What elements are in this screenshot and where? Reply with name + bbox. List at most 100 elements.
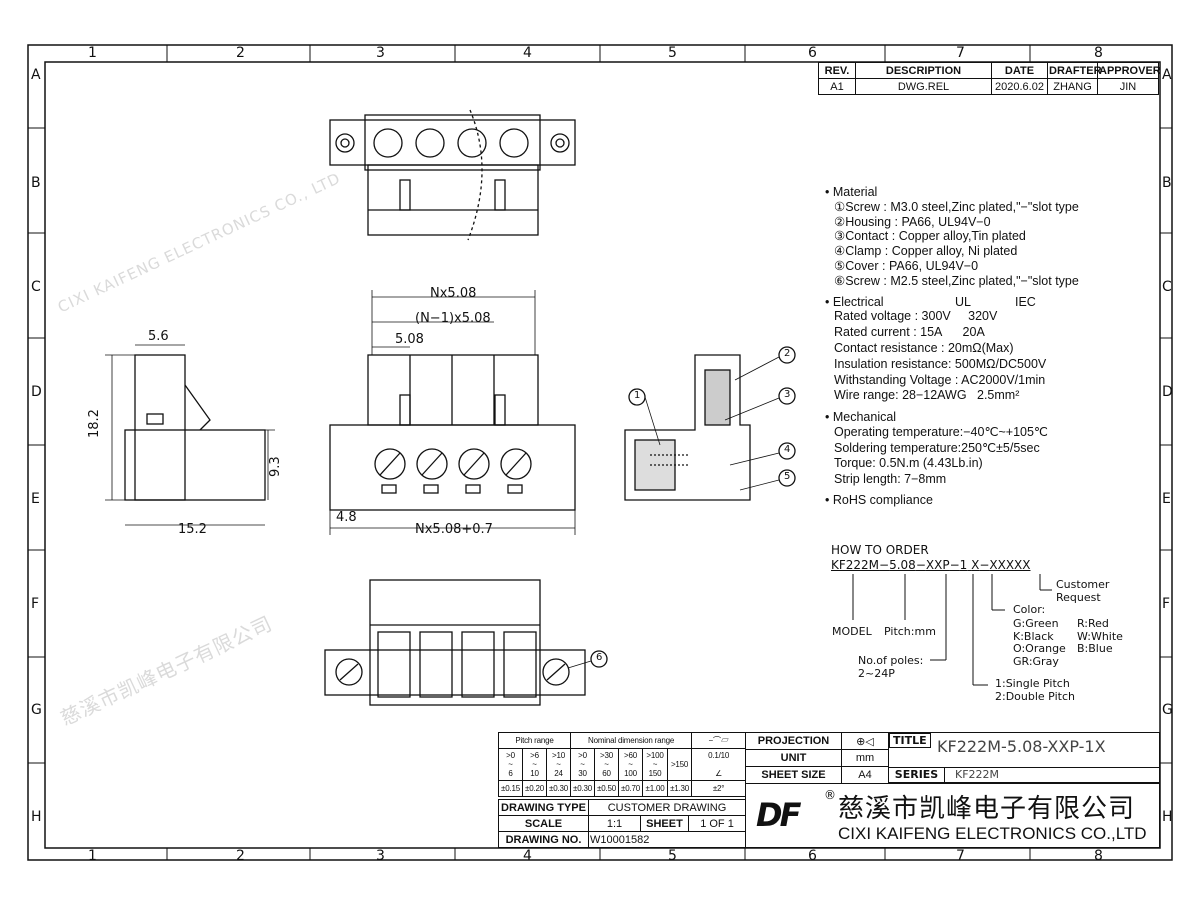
grid-row-f: F <box>1162 596 1171 612</box>
material-item: ⑤Cover : PA66, UL94V−0 <box>834 258 979 273</box>
electrical-item: Wire range: 28−12AWG 2.5mm² <box>834 388 1020 403</box>
grid-col-7: 7 <box>956 45 965 61</box>
drawing-title: KF222M-5.08-XXP-1X <box>937 737 1106 756</box>
order-poles-range: 2~24P <box>858 667 895 680</box>
title-box: TITLE KF222M-5.08-XXP-1X SERIES KF222M <box>888 732 1160 783</box>
scale: 1:1 <box>588 815 641 832</box>
dim-n-pitch: Nx5.08 <box>430 286 477 301</box>
grid-row-h: H <box>1162 809 1173 825</box>
order-model: MODEL <box>832 625 872 638</box>
grid-col-8: 8 <box>1094 45 1103 61</box>
dim-pitch: 5.08 <box>395 332 424 347</box>
grid-col-1: 1 <box>88 45 97 61</box>
electrical-item: Rated voltage : 300V 320V <box>834 309 998 324</box>
mechanical-item: Soldering temperature:250℃±5/5sec <box>834 440 1040 455</box>
grid-col-3: 3 <box>376 45 385 61</box>
title-label: TITLE <box>889 733 931 748</box>
grid-col-6: 6 <box>808 848 817 864</box>
grid-col-7: 7 <box>956 848 965 864</box>
approver-value: JIN <box>1097 78 1159 95</box>
pitch-range-header: Pitch range <box>497 732 572 749</box>
sheet: 1 OF 1 <box>687 815 747 832</box>
projection-label: PROJECTION <box>745 732 842 750</box>
grid-col-2: 2 <box>236 848 245 864</box>
grid-row-h: H <box>31 809 42 825</box>
electrical-item: Withstanding Voltage : AC2000V/1min <box>834 372 1046 387</box>
material-item: ②Housing : PA66, UL94V−0 <box>834 214 991 229</box>
unit: mm <box>841 749 889 767</box>
dim-flange: 4.8 <box>336 510 357 525</box>
drawing-no: W10001582 <box>587 831 747 848</box>
material-item: ④Clamp : Copper alloy, Ni plated <box>834 244 1018 259</box>
approver-header: APPROVER <box>1097 62 1161 79</box>
sheet-label: SHEET <box>640 815 689 832</box>
date-value: 2020.6.02 <box>991 78 1048 95</box>
grid-row-b: B <box>1162 175 1172 191</box>
order-double-pitch: 2:Double Pitch <box>995 690 1075 703</box>
order-poles: No.of poles: <box>858 654 924 667</box>
grid-row-a: A <box>1162 67 1172 83</box>
material-title: • Material <box>825 185 878 199</box>
geometric-symbols: −⌒▱ <box>691 732 747 749</box>
grid-col-6: 6 <box>808 45 817 61</box>
order-pitch: Pitch:mm <box>884 625 936 638</box>
grid-row-b: B <box>31 175 41 191</box>
sheet-size: A4 <box>841 766 889 784</box>
description-value: DWG.REL <box>855 78 992 95</box>
drawing-type: CUSTOMER DRAWING <box>587 799 747 816</box>
grid-row-e: E <box>1162 491 1171 507</box>
material-item: ③Contact : Copper alloy,Tin plated <box>834 229 1026 244</box>
description-header: DESCRIPTION <box>855 62 992 79</box>
grid-row-a: A <box>31 67 41 83</box>
dim-n1-pitch: (N−1)x5.08 <box>415 311 491 326</box>
grid-row-d: D <box>1162 384 1173 400</box>
mechanical-item: Operating temperature:−40℃~+105℃ <box>834 424 1048 439</box>
grid-row-e: E <box>31 491 40 507</box>
drafter-value: ZHANG <box>1047 78 1098 95</box>
grid-row-c: C <box>1162 279 1172 295</box>
mechanical-item: Strip length: 7−8mm <box>834 471 947 486</box>
dim-overall: Nx5.08+0.7 <box>415 522 493 537</box>
specifications: • Material ①Screw : M3.0 steel,Zinc plat… <box>825 185 1150 508</box>
dim-side-top: 5.6 <box>148 329 169 344</box>
grid-row-g: G <box>31 702 42 718</box>
grid-row-f: F <box>31 596 40 612</box>
grid-row-c: C <box>31 279 41 295</box>
grid-col-4: 4 <box>523 45 532 61</box>
drafter-header: DRAFTER <box>1047 62 1102 79</box>
rev-value: A1 <box>818 78 856 95</box>
dim-height: 18.2 <box>87 409 102 438</box>
date-header: DATE <box>991 62 1048 79</box>
callout-4: 4 <box>784 444 791 455</box>
nominal-range-header: Nominal dimension range <box>570 732 693 749</box>
electrical-item: Rated current : 15A 20A <box>834 325 985 340</box>
material-item: ①Screw : M3.0 steel,Zinc plated,"−"slot … <box>834 199 1079 214</box>
electrical-item: Insulation resistance: 500MΩ/DC500V <box>834 356 1047 371</box>
grid-col-5: 5 <box>668 848 677 864</box>
grid-col-5: 5 <box>668 45 677 61</box>
unit-label: UNIT <box>745 749 842 767</box>
grid-col-3: 3 <box>376 848 385 864</box>
rohs: • RoHS compliance <box>825 493 933 508</box>
grid-col-4: 4 <box>523 848 532 864</box>
electrical-item: Contact resistance : 20mΩ(Max) <box>834 340 1014 355</box>
rev-header: REV. <box>818 62 856 79</box>
callout-6: 6 <box>596 652 603 663</box>
callout-3: 3 <box>784 389 791 400</box>
series-label: SERIES <box>889 768 945 783</box>
series: KF222M <box>955 768 1000 781</box>
material-item: ⑥Screw : M2.5 steel,Zinc plated,"−"slot … <box>834 273 1079 288</box>
projection-symbol-icon: ⊕◁ <box>841 732 889 750</box>
grid-col-2: 2 <box>236 45 245 61</box>
sheet-size-label: SHEET SIZE <box>745 766 842 784</box>
scale-label: SCALE <box>498 815 589 832</box>
company-name-cn: 慈溪市凯峰电子有限公司 <box>838 794 1136 824</box>
drawing-type-label: DRAWING TYPE <box>498 799 589 816</box>
registered-mark: ® <box>824 788 836 802</box>
